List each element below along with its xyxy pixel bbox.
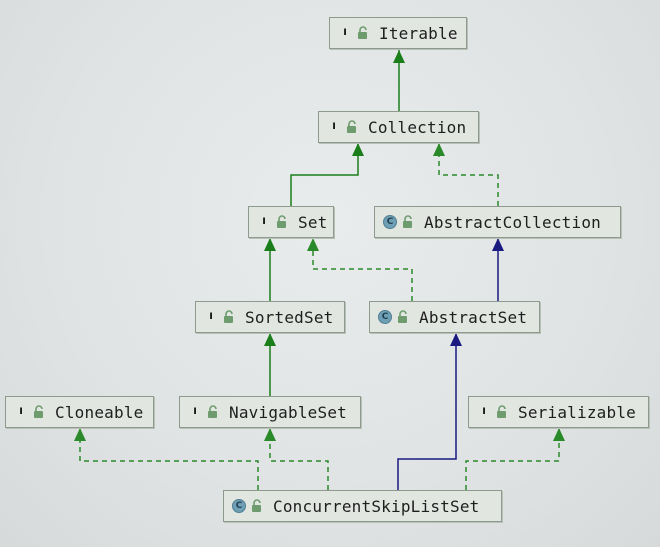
edge-set-to-collection	[290, 143, 364, 206]
arrowhead	[393, 50, 405, 63]
arrowhead	[264, 428, 276, 441]
node-abstractcollection[interactable]: C AbstractCollection	[374, 206, 621, 238]
arrowhead	[264, 238, 276, 251]
interface-icon: I	[193, 407, 197, 417]
node-label: AbstractCollection	[424, 212, 601, 232]
unlock-icon	[34, 405, 43, 418]
interface-icon: I	[482, 407, 486, 417]
node-label: Set	[298, 212, 328, 232]
node-cloneable[interactable]: I Cloneable	[5, 396, 154, 428]
node-label: Serializable	[518, 402, 636, 422]
node-label: Collection	[368, 117, 467, 137]
edge-abstractset-to-abstractcollection	[492, 238, 504, 301]
node-label: AbstractSet	[419, 307, 528, 327]
unlock-icon	[208, 405, 217, 418]
arrowhead	[450, 333, 462, 346]
edge-line	[397, 333, 457, 490]
unlock-icon	[277, 215, 286, 228]
class-icon: C	[232, 499, 246, 513]
node-label: Iterable	[379, 23, 458, 43]
node-iterable[interactable]: I Iterable	[329, 17, 467, 49]
edge-concurrentskiplistset-to-serializable	[465, 428, 565, 490]
arrowhead	[352, 143, 364, 156]
edge-line	[79, 428, 259, 490]
unlock-icon	[398, 310, 407, 323]
edge-concurrentskiplistset-to-abstractset	[397, 333, 462, 490]
node-abstractset[interactable]: C AbstractSet	[369, 301, 540, 333]
interface-icon: I	[332, 122, 336, 132]
edge-line	[438, 143, 499, 206]
interface-icon: I	[209, 312, 213, 322]
unlock-icon	[252, 499, 261, 512]
arrowhead	[492, 238, 504, 251]
edge-abstractcollection-to-collection	[433, 143, 499, 206]
arrowhead	[74, 428, 86, 441]
arrowhead	[553, 428, 565, 441]
node-navigableset[interactable]: I NavigableSet	[179, 396, 361, 428]
node-set[interactable]: I Set	[248, 206, 334, 238]
unlock-icon	[347, 120, 356, 133]
edge-navigableset-to-sortedset	[264, 333, 276, 396]
node-label: Cloneable	[55, 402, 144, 422]
interface-icon: I	[262, 217, 266, 227]
edge-sortedset-to-set	[264, 238, 276, 301]
node-label: ConcurrentSkipListSet	[273, 496, 480, 516]
class-icon: C	[383, 215, 397, 229]
arrowhead	[433, 143, 445, 156]
interface-icon: I	[343, 28, 347, 38]
node-label: SortedSet	[245, 307, 334, 327]
arrowhead	[307, 238, 319, 251]
edge-line	[312, 238, 413, 301]
arrowhead	[264, 333, 276, 346]
unlock-icon	[497, 405, 506, 418]
edge-concurrentskiplistset-to-cloneable	[74, 428, 259, 490]
edge-collection-to-iterable	[393, 50, 405, 111]
node-collection[interactable]: I Collection	[318, 111, 479, 143]
node-serializable[interactable]: I Serializable	[468, 396, 649, 428]
edge-abstractset-to-set	[307, 238, 413, 301]
unlock-icon	[403, 215, 412, 228]
unlock-icon	[358, 26, 367, 39]
node-label: NavigableSet	[229, 402, 347, 422]
class-icon: C	[378, 310, 392, 324]
node-concurrentskiplistset[interactable]: C ConcurrentSkipListSet	[223, 490, 502, 522]
edge-concurrentskiplistset-to-navigableset	[264, 428, 329, 490]
edge-line	[290, 143, 359, 206]
edge-line	[269, 428, 329, 490]
unlock-icon	[224, 310, 233, 323]
edge-line	[465, 428, 560, 490]
interface-icon: I	[19, 407, 23, 417]
node-sortedset[interactable]: I SortedSet	[195, 301, 345, 333]
